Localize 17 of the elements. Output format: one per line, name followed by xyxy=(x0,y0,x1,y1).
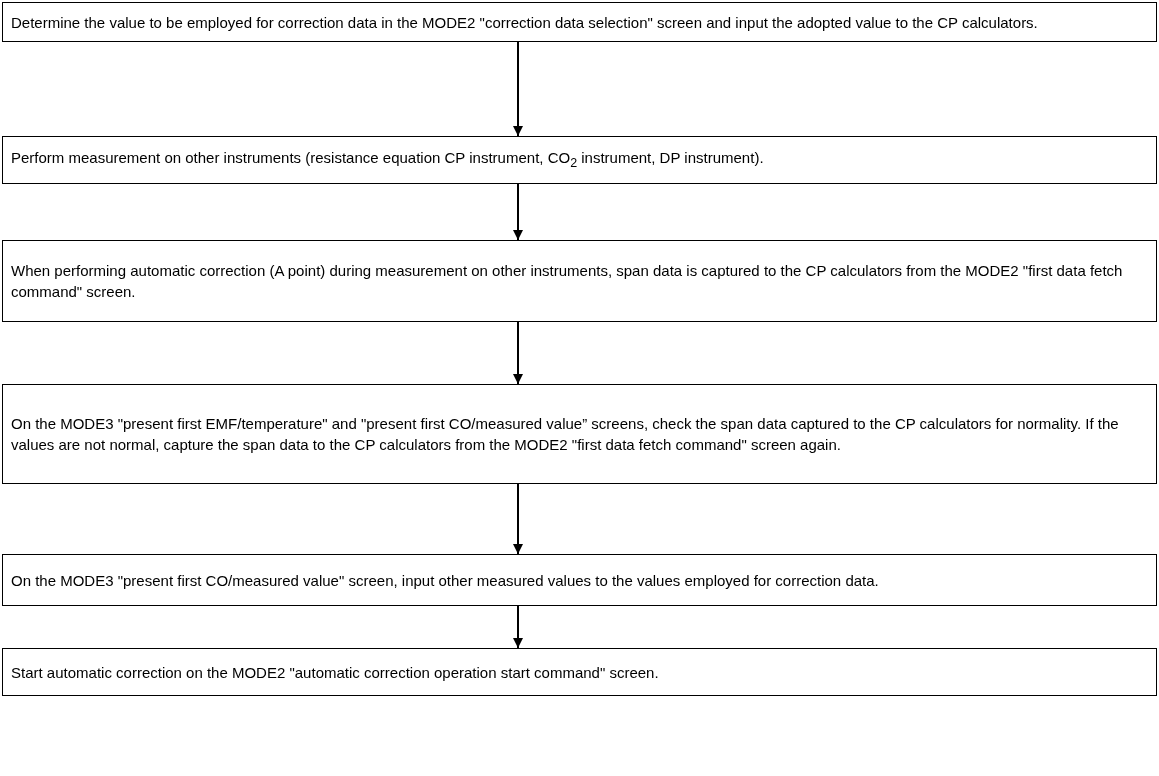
step-text: On the MODE3 "present first EMF/temperature" and "present first CO/measured value” screens, check the span data captured to the CP calculators for normality. If the values are not normal, capture the span data to the CP calculators from the MODE2 "first data fetch command" screen again. xyxy=(11,414,1120,455)
step-text: Determine the value to be employed for correction data in the MODE2 "correction data selection" screen and input the adopted value to the CP calculators. xyxy=(11,12,1038,33)
process-box xyxy=(2,136,1157,184)
process-box xyxy=(2,240,1157,322)
process-box xyxy=(2,554,1157,606)
step-text: Perform measurement on other instruments (resistance equation CP instrument, CO$_{2}$ instrument, DP instrument). xyxy=(11,147,764,172)
arrow xyxy=(513,605,523,649)
step-text: Start automatic correction on the MODE2 "automatic correction operation start command" screen. xyxy=(11,662,659,683)
arrow xyxy=(513,321,523,385)
arrow xyxy=(513,483,523,555)
step-text: When performing automatic correction (A point) during measurement on other instruments, span data is captured to the CP calculators from the MODE2 "first data fetch command" screen. xyxy=(11,261,1124,302)
arrow xyxy=(513,41,523,137)
process-box xyxy=(2,2,1157,42)
step-text: On the MODE3 "present first CO/measured value" screen, input other measured values to the values employed for correction data. xyxy=(11,570,879,591)
process-box xyxy=(2,648,1157,696)
process-box xyxy=(2,384,1157,484)
arrow xyxy=(513,183,523,241)
